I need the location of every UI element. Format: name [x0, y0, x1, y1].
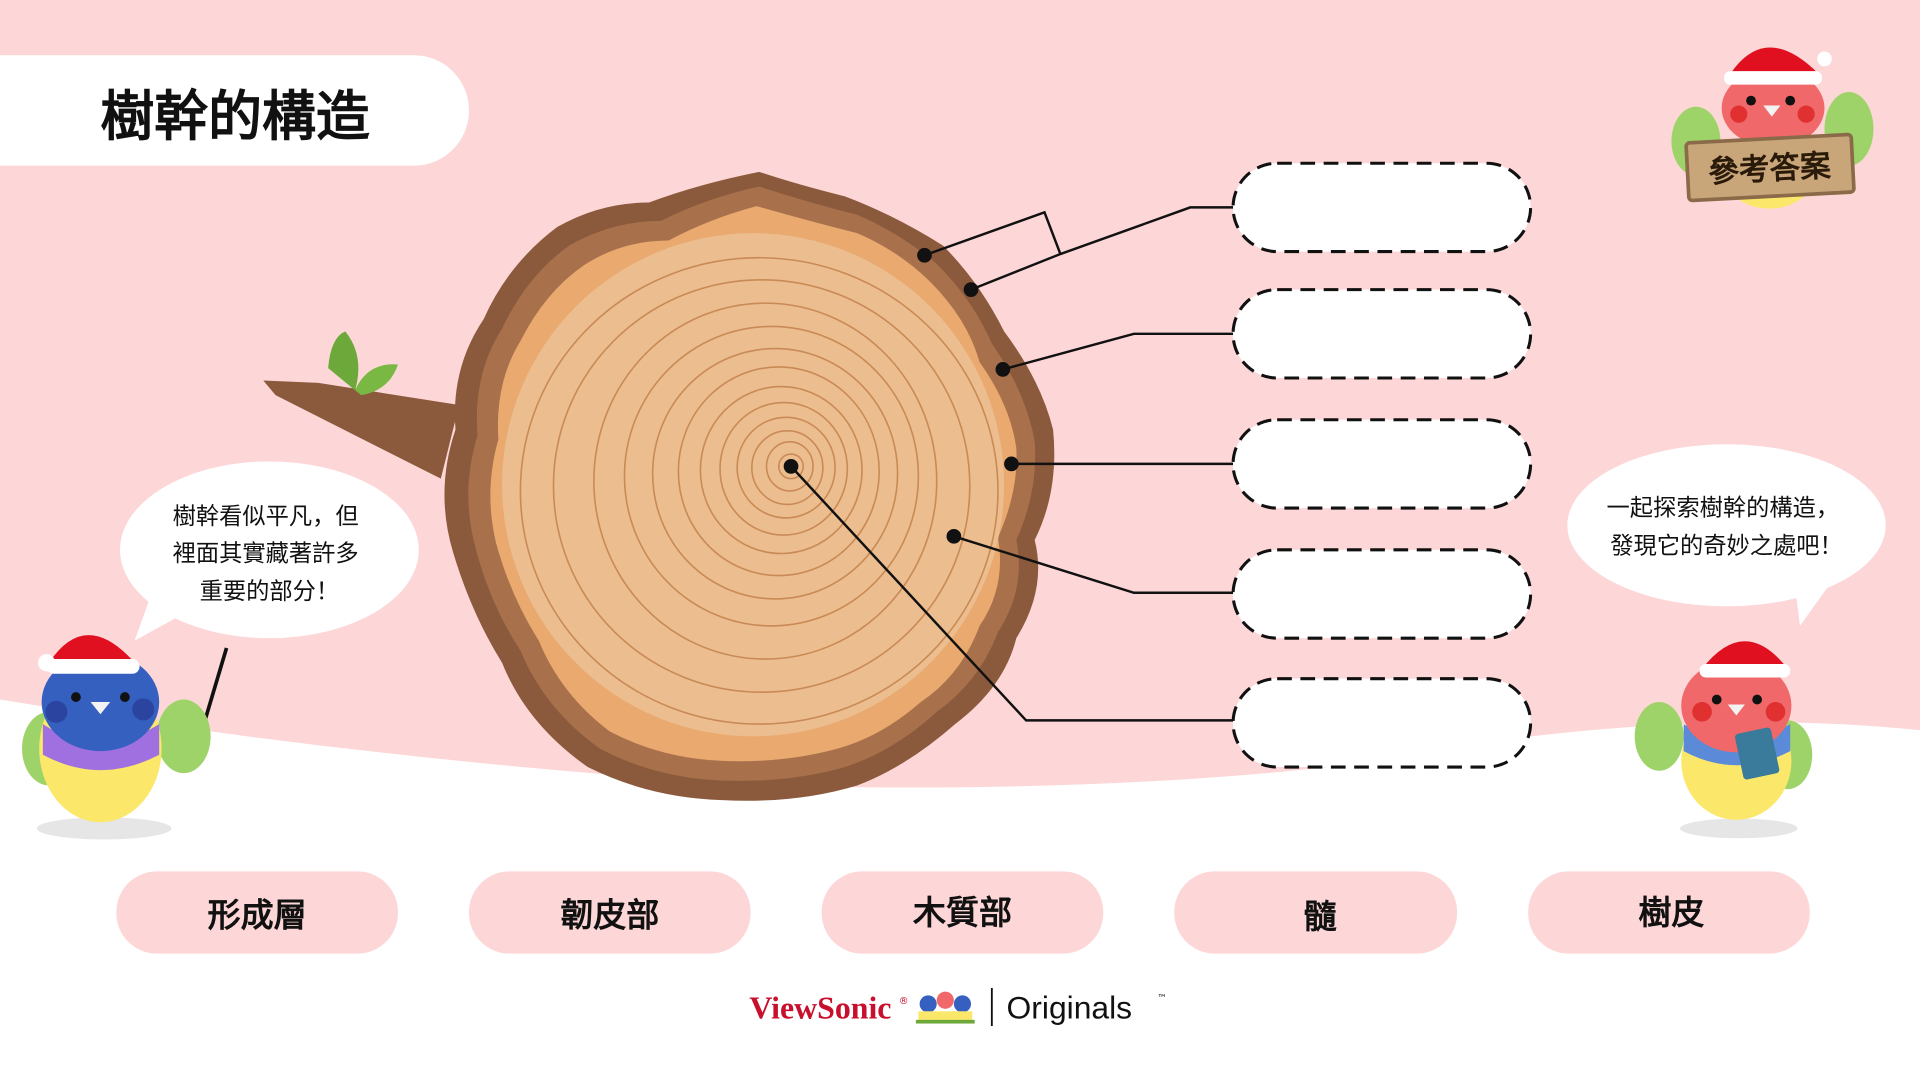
word-bank: 形成層 韌皮部 木質部 髓 樹皮 [116, 871, 1810, 954]
bird-mascot-left [22, 635, 229, 840]
label-dots [783, 247, 1019, 544]
leaf-icon [355, 364, 398, 396]
word-card-phloem[interactable]: 韌皮部 [468, 871, 751, 954]
trademark: ™ [1157, 993, 1167, 1004]
left-bubble-line-3: 重要的部分！ [200, 578, 340, 605]
growth-rings [519, 256, 999, 725]
wooden-sign [1684, 132, 1856, 203]
product-name: Originals [1007, 990, 1133, 1026]
answer-boxes [1231, 161, 1533, 769]
word-card-label: 形成層 [208, 896, 307, 935]
svg-text:一起探索樹幹的構造， 發現它的奇妙之處吧！: 一起探索樹幹的構造， 發現它的奇妙之處吧！ [1607, 494, 1847, 559]
footer-logo: ViewSonic ® Originals ™ [749, 987, 1167, 1026]
right-bubble-line-2: 發現它的奇妙之處吧！ [1610, 532, 1843, 559]
answer-key-badge[interactable]: 參考答案 [1671, 47, 1874, 209]
trunk-cross-section [444, 171, 1055, 801]
birds-logo-icon [915, 991, 975, 1024]
answer-sign-label: 參考答案 [1707, 148, 1831, 190]
word-card-label: 樹皮 [1638, 893, 1704, 932]
left-bubble-line-1: 樹幹看似平凡，但 [173, 503, 359, 530]
left-bubble-line-2: 裡面其實藏著許多 [173, 540, 359, 567]
branch [263, 331, 460, 479]
left-speech-bubble: 樹幹看似平凡，但 裡面其實藏著許多 重要的部分！ [120, 461, 419, 641]
word-card-label: 木質部 [912, 893, 1012, 932]
word-card-cambium[interactable]: 形成層 [116, 871, 398, 954]
answer-box-2[interactable] [1231, 288, 1533, 380]
right-bubble-line-1: 一起探索樹幹的構造， [1607, 494, 1840, 521]
answer-box-4[interactable] [1231, 548, 1533, 640]
answer-box-3[interactable] [1231, 418, 1533, 510]
word-card-label: 韌皮部 [560, 896, 659, 935]
santa-hat-icon [48, 635, 135, 663]
word-card-pith[interactable]: 髓 [1174, 871, 1458, 954]
word-card-xylem[interactable]: 木質部 [821, 871, 1104, 954]
book-icon [1735, 727, 1780, 780]
page-title: 樹幹的構造 [100, 85, 369, 148]
word-card-bark[interactable]: 樹皮 [1528, 871, 1810, 954]
xylem [502, 233, 1005, 737]
svg-text:樹幹看似平凡，但 裡面其實藏著許多: 樹幹看似平凡，但 裡面其實藏著許多 重要的部分！ [173, 503, 366, 605]
right-speech-bubble: 一起探索樹幹的構造， 發現它的奇妙之處吧！ [1567, 444, 1886, 626]
leaf-icon [328, 331, 359, 391]
bird-mascot-right [1634, 641, 1813, 839]
registered-mark: ® [899, 996, 909, 1007]
answer-box-1[interactable] [1231, 161, 1533, 254]
word-card-label: 髓 [1303, 897, 1337, 936]
santa-hat-icon [1702, 641, 1788, 669]
title-pill [0, 55, 469, 166]
answer-box-5[interactable] [1231, 677, 1533, 769]
leader-lines [790, 206, 1234, 722]
brand-name: ViewSonic [749, 991, 891, 1026]
